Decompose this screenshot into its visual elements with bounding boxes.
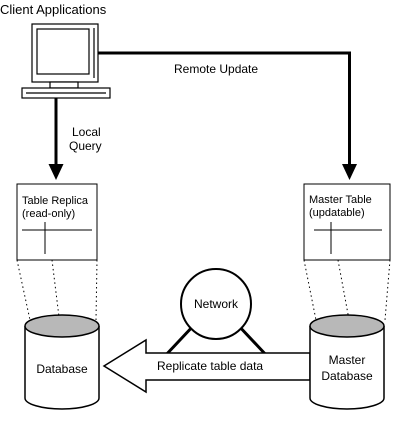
replica-projection-lines bbox=[16, 259, 98, 326]
remote-update-connector bbox=[98, 51, 357, 180]
local-query-label-line2: Query bbox=[69, 139, 102, 153]
database-cylinder bbox=[24, 314, 100, 410]
master-table-title: Master Table bbox=[309, 194, 372, 206]
remote-update-arrowhead bbox=[342, 164, 357, 180]
master-database-label-line1: Master bbox=[329, 353, 366, 367]
master-table-subtitle: (updatable) bbox=[309, 207, 365, 219]
network-label: Network bbox=[194, 297, 239, 311]
master-projection-lines bbox=[303, 259, 391, 326]
replicate-arrow bbox=[102, 338, 311, 394]
master-table-box bbox=[303, 183, 391, 261]
network-connectors bbox=[162, 322, 270, 359]
database-label: Database bbox=[36, 362, 88, 376]
remote-update-label: Remote Update bbox=[174, 62, 258, 76]
table-replica-subtitle: (read-only) bbox=[22, 208, 75, 220]
master-database-label-line2: Database bbox=[321, 369, 373, 383]
table-replica-box bbox=[16, 183, 98, 261]
computer-icon bbox=[21, 23, 111, 99]
local-query-connector bbox=[48, 98, 64, 180]
master-database-top bbox=[309, 314, 385, 338]
client-applications-label: Client Applications bbox=[0, 2, 107, 17]
local-query-arrowhead bbox=[48, 164, 64, 180]
master-database-cylinder bbox=[309, 314, 385, 410]
table-replica-title: Table Replica bbox=[22, 195, 89, 207]
database-top bbox=[24, 314, 100, 338]
replicate-label: Replicate table data bbox=[157, 359, 263, 373]
local-query-label-line1: Local bbox=[72, 125, 101, 139]
network-node bbox=[180, 268, 252, 340]
